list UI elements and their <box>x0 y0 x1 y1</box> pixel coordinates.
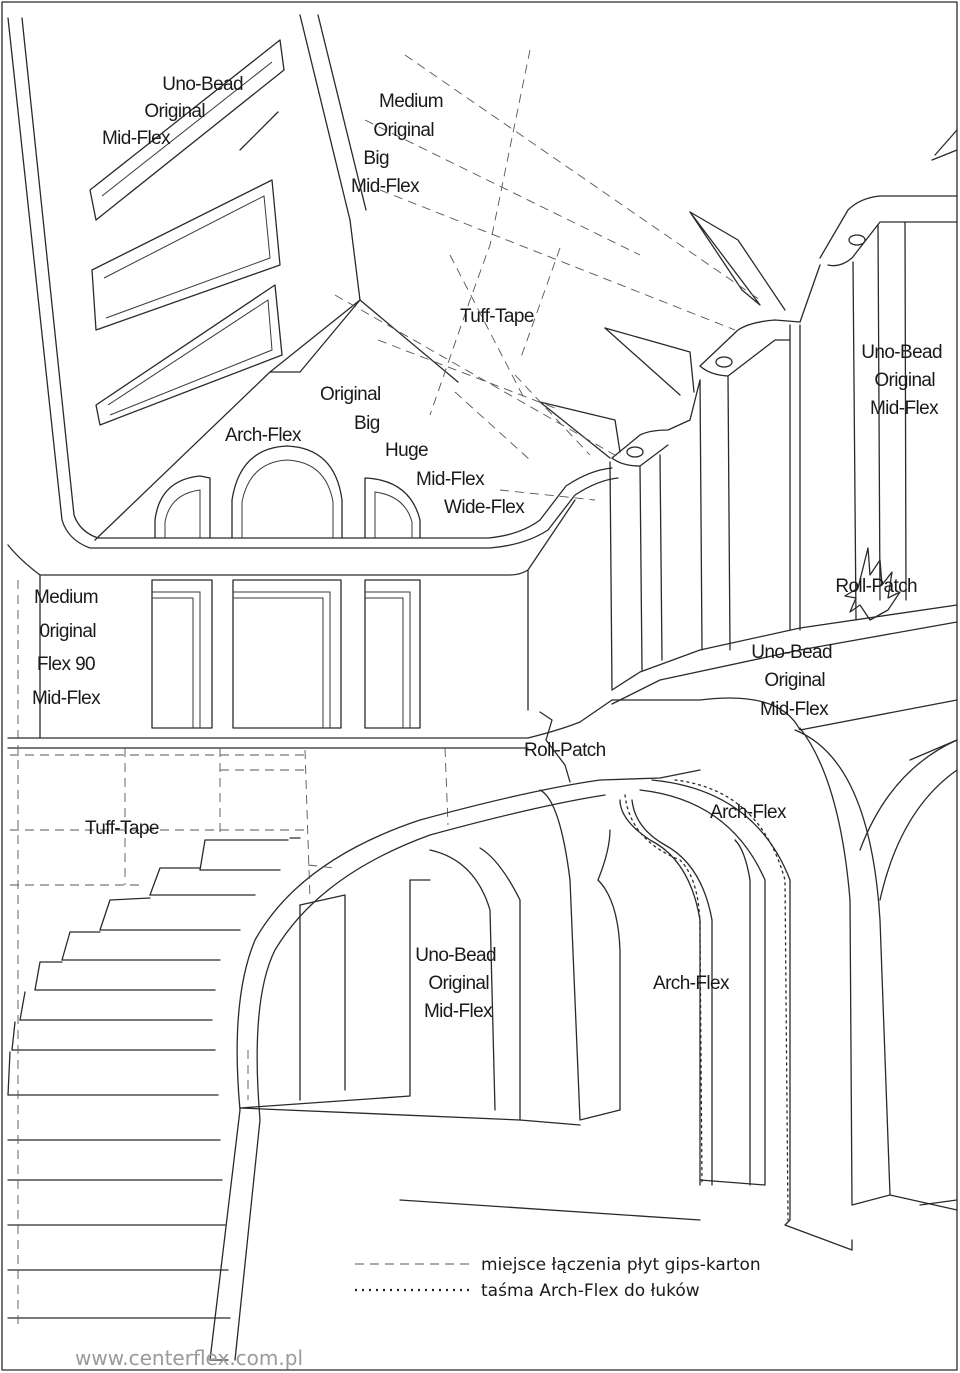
label-line: Original <box>373 120 434 141</box>
upper-right-gables <box>539 129 958 459</box>
label-line: Big <box>354 413 380 434</box>
legend: miejsce łączenia płyt gips-karton taśma … <box>355 1255 761 1301</box>
label-line: Mid-Flex <box>760 699 829 720</box>
gallery-level <box>7 499 958 749</box>
label-line: Original <box>144 101 205 122</box>
label-line: Original <box>874 370 935 391</box>
label-line: 0riginal <box>40 621 96 642</box>
label-tuff-tape-top: Tuff-Tape <box>460 306 534 327</box>
website-text: www.centerflex.com.pl <box>75 1346 303 1370</box>
label-line: Mid-Flex <box>351 176 420 197</box>
label-line: Uno-Bead <box>162 74 243 95</box>
label-left-middle: Medium 0riginal Flex 90 Mid-Flex <box>32 587 102 709</box>
label-arch-flex-right: Arch-Flex <box>710 802 787 823</box>
right-columns <box>609 195 958 691</box>
ceiling-structure <box>7 14 619 549</box>
arch-flex-tape <box>624 779 789 1221</box>
label-under-stairs: Uno-Bead Original Mid-Flex <box>415 945 496 1022</box>
label-line: Mid-Flex <box>102 128 171 149</box>
staircase <box>7 769 701 1361</box>
label-line: Original <box>428 973 489 994</box>
label-right-upper: Uno-Bead Original Mid-Flex <box>861 342 942 419</box>
label-tuff-tape-left: Tuff-Tape <box>85 818 159 839</box>
legend-dotted-label: taśma Arch-Flex do łuków <box>481 1281 700 1301</box>
label-line: Medium <box>379 91 443 112</box>
label-arch-flex-lower: Arch-Flex <box>653 973 730 994</box>
label-arch-flex-upper: Arch-Flex <box>225 425 302 446</box>
label-line: Uno-Bead <box>415 945 496 966</box>
label-right-middle: Uno-Bead Original Mid-Flex <box>751 642 832 720</box>
label-line: Mid-Flex <box>416 469 485 490</box>
label-ceiling-upper-left: Uno-Bead Original Mid-Flex <box>102 74 244 149</box>
label-line: Flex 90 <box>37 654 95 675</box>
label-roll-patch-center: Roll-Patch <box>524 740 606 761</box>
label-line: Uno-Bead <box>861 342 942 363</box>
lower-walls <box>239 697 958 1251</box>
label-ceiling-center: Medium Original Big Mid-Flex <box>351 91 444 197</box>
label-line: Big <box>363 148 389 169</box>
label-line: Uno-Bead <box>751 642 832 663</box>
label-line: Mid-Flex <box>32 688 101 709</box>
upper-arched-windows <box>154 445 421 539</box>
label-roll-patch-right: Roll-Patch <box>835 576 917 597</box>
drywall-joints <box>10 49 761 1330</box>
legend-dashed-label: miejsce łączenia płyt gips-karton <box>481 1255 761 1275</box>
label-line: Original <box>764 670 825 691</box>
roll-patch-marks <box>539 547 901 783</box>
label-line: Huge <box>385 440 428 461</box>
label-line: Wide-Flex <box>444 497 525 518</box>
label-line: Mid-Flex <box>424 1001 493 1022</box>
label-line: Medium <box>34 587 98 608</box>
label-line: Original <box>320 384 381 405</box>
label-window-stack: Original Big Huge Mid-Flex Wide-Flex <box>320 384 526 518</box>
label-line: Mid-Flex <box>870 398 939 419</box>
